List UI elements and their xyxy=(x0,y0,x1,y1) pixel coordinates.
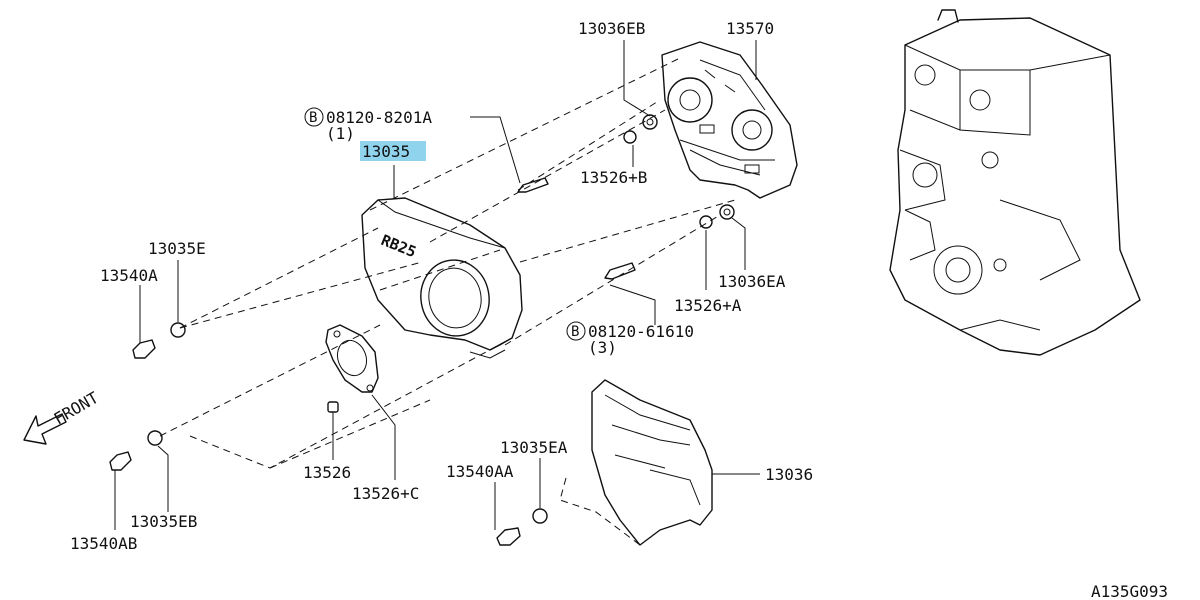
label-13526a[interactable]: 13526+A xyxy=(674,296,742,315)
bolt-symbol-icon: B xyxy=(304,107,324,127)
lower-cover-13036 xyxy=(559,379,713,546)
leader-lines xyxy=(114,40,760,530)
gasket-13526c xyxy=(325,324,379,393)
engine-block-illustration xyxy=(889,9,1141,356)
label-13036ea[interactable]: 13036EA xyxy=(718,272,786,291)
label-13036[interactable]: 13036 xyxy=(765,465,813,484)
label-13526[interactable]: 13526 xyxy=(303,463,351,482)
label-13526b[interactable]: 13526+B xyxy=(580,168,647,187)
svg-text:B: B xyxy=(309,110,317,126)
rear-cover-13570 xyxy=(661,41,798,199)
label-13035eb[interactable]: 13035EB xyxy=(130,512,197,531)
label-13035[interactable]: 13035 xyxy=(362,142,410,161)
label-13570[interactable]: 13570 xyxy=(726,19,774,38)
label-13540aa[interactable]: 13540AA xyxy=(446,462,514,481)
label-08120-61610-qty: (3) xyxy=(588,338,617,357)
highlight-13035 xyxy=(360,141,426,161)
label-13526c[interactable]: 13526+C xyxy=(352,484,419,503)
front-label: FRONT xyxy=(51,388,103,429)
label-08120-8201a-qty: (1) xyxy=(326,124,355,143)
bolt-symbol-icon: B xyxy=(566,321,586,341)
diagram-code: A135G093 xyxy=(1091,582,1168,600)
label-13036eb[interactable]: 13036EB xyxy=(578,19,645,38)
svg-text:B: B xyxy=(571,324,579,340)
front-arrow-icon xyxy=(23,413,67,445)
assembly-lines xyxy=(159,57,736,469)
label-08120-8201a[interactable]: 08120-8201A xyxy=(326,108,432,127)
label-13540ab[interactable]: 13540AB xyxy=(70,534,137,553)
label-13035ea[interactable]: 13035EA xyxy=(500,438,568,457)
cover-emboss-text: RB25 xyxy=(379,231,419,261)
label-13540a[interactable]: 13540A xyxy=(100,266,158,285)
label-13035e[interactable]: 13035E xyxy=(148,239,206,258)
label-08120-61610[interactable]: 08120-61610 xyxy=(588,322,694,341)
part-labels: 13036EB 13570 08120-8201A (1) 13035 1352… xyxy=(70,19,1168,600)
front-cover-13035: RB25 xyxy=(361,197,523,359)
